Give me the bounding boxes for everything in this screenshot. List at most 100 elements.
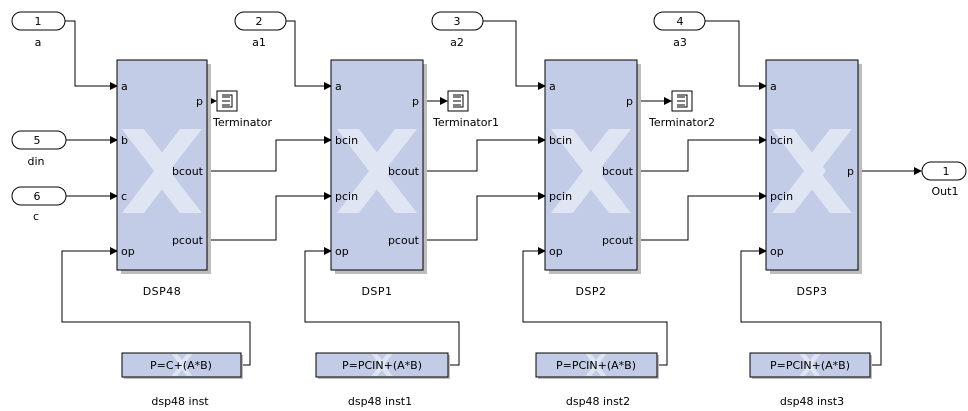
inport-number: 3 — [454, 15, 461, 28]
opcode-block-1[interactable]: P=PCIN+(A*B) dsp48 inst1 — [315, 352, 450, 408]
opcode-block-0[interactable]: P=C+(A*B) dsp48 inst — [121, 352, 243, 408]
inport-oval[interactable] — [11, 130, 67, 150]
inport-name: a2 — [450, 36, 464, 49]
wire-opcode-dsp2 — [522, 250, 668, 366]
block-name: DSP2 — [575, 285, 606, 298]
port-label-in: c — [121, 190, 127, 203]
terminator-name: Terminator1 — [432, 116, 499, 129]
wire-dsp48-pcout-dsp1-pcin — [207, 195, 324, 241]
inport-oval[interactable] — [234, 11, 287, 31]
dsp-block-dsp48[interactable]: a b c op p bcout pcout DSP48 — [116, 59, 211, 298]
wire-arrow — [759, 192, 767, 200]
block-name: DSP1 — [361, 285, 392, 298]
inport-number: 2 — [256, 15, 263, 28]
port-label-in: pcin — [335, 190, 358, 203]
port-label-out: p — [847, 165, 854, 178]
terminator-icon — [222, 94, 233, 108]
terminator-name: Terminator — [212, 116, 272, 129]
opcode-name: dsp48 inst2 — [566, 395, 630, 408]
wire-arrow — [538, 82, 546, 90]
port-label-out: pcout — [172, 234, 204, 247]
port-label-in: op — [549, 245, 563, 258]
port-label-out: bcout — [172, 165, 204, 178]
inport-oval[interactable] — [11, 186, 67, 206]
terminator-name: Terminator2 — [648, 116, 715, 129]
port-label-in: op — [121, 245, 135, 258]
inport-name: a3 — [673, 36, 687, 49]
opcode-name: dsp48 inst1 — [348, 395, 412, 408]
wire-dsp2-pcout-dsp3-pcin — [638, 195, 759, 241]
dsp-block-dsp2[interactable]: a bcin pcin op p bcout pcout DSP2 — [544, 59, 641, 298]
opcode-block-3[interactable]: P=PCIN+(A*B) dsp48 inst3 — [749, 352, 872, 408]
inport-number: 4 — [677, 15, 684, 28]
inport-6[interactable]: 6 c — [11, 186, 67, 223]
port-label-in: pcin — [549, 190, 572, 203]
opcode-body[interactable] — [121, 352, 242, 378]
inport-number: 5 — [34, 134, 41, 147]
inport-5[interactable]: 5 din — [11, 130, 67, 168]
inport-1[interactable]: 1 a — [11, 11, 66, 49]
opcode-expression: P=PCIN+(A*B) — [770, 359, 850, 372]
port-label-in: bcin — [335, 134, 358, 147]
wire-opcode-dsp3 — [740, 250, 882, 366]
wire-arrow — [538, 247, 546, 255]
terminator-0[interactable]: Terminator — [212, 90, 272, 129]
port-label-out: pcout — [602, 234, 634, 247]
inport-oval[interactable] — [653, 11, 706, 31]
outport-name: Out1 — [932, 185, 959, 198]
wire-arrow — [324, 192, 332, 200]
port-label-in: pcin — [770, 190, 793, 203]
inport-2[interactable]: 2 a1 — [234, 11, 287, 49]
inport-4[interactable]: 4 a3 — [653, 11, 706, 49]
inport-3[interactable]: 3 a2 — [431, 11, 484, 49]
wire-arrow — [110, 247, 118, 255]
port-label-in: op — [770, 245, 784, 258]
inport-name: a — [35, 36, 42, 49]
outport-oval[interactable] — [921, 161, 967, 181]
opcode-expression: P=PCIN+(A*B) — [556, 359, 636, 372]
block-name: DSP3 — [796, 285, 827, 298]
dsp-block-dsp1[interactable]: a bcin pcin op p bcout pcout DSP1 — [330, 59, 427, 298]
wire-arrow — [759, 247, 767, 255]
wire-arrow — [538, 192, 546, 200]
terminator-1[interactable]: Terminator1 — [432, 90, 499, 129]
wire-a-to-dsp48 — [65, 20, 110, 87]
terminator-2[interactable]: Terminator2 — [648, 90, 715, 129]
terminator-icon — [677, 94, 688, 108]
opcode-name: dsp48 inst3 — [780, 395, 844, 408]
wire-a2-to-dsp2 — [483, 20, 538, 87]
wire-arrow — [759, 82, 767, 90]
wire-dsp1-bcout-dsp2-bcin — [424, 139, 538, 172]
wire-dsp48-bcout-dsp1-bcin — [207, 139, 324, 172]
wire-arrow — [914, 167, 922, 175]
wire-arrow — [324, 82, 332, 90]
port-label-in: bcin — [770, 134, 793, 147]
opcode-expression: P=PCIN+(A*B) — [342, 359, 422, 372]
port-label-in: a — [335, 80, 342, 93]
port-label-out: p — [626, 95, 633, 108]
inport-number: 6 — [34, 190, 41, 203]
terminator-icon — [453, 94, 464, 108]
wire-arrow — [110, 136, 118, 144]
opcode-name: dsp48 inst — [151, 395, 209, 408]
port-label-out: bcout — [388, 165, 420, 178]
port-label-out: p — [196, 95, 203, 108]
inport-oval[interactable] — [11, 11, 66, 31]
wire-arrow — [664, 97, 672, 105]
opcode-block-2[interactable]: P=PCIN+(A*B) dsp48 inst2 — [535, 352, 659, 408]
wire-opcode-dsp48 — [61, 250, 251, 366]
wire-opcode-dsp1 — [304, 250, 460, 366]
wire-a3-to-dsp3 — [705, 20, 759, 87]
port-label-out: bcout — [602, 165, 634, 178]
outport-1[interactable]: 1 Out1 — [921, 161, 967, 198]
wire-arrow — [324, 136, 332, 144]
wire-a1-to-dsp1 — [286, 20, 324, 87]
dsp-block-dsp3[interactable]: a bcin pcin op p DSP3 — [765, 59, 862, 298]
wire-arrow — [324, 247, 332, 255]
inport-oval[interactable] — [431, 11, 484, 31]
outport-number: 1 — [943, 165, 950, 178]
inport-name: c — [33, 210, 39, 223]
wire-arrow — [759, 136, 767, 144]
wire-arrow — [440, 97, 448, 105]
